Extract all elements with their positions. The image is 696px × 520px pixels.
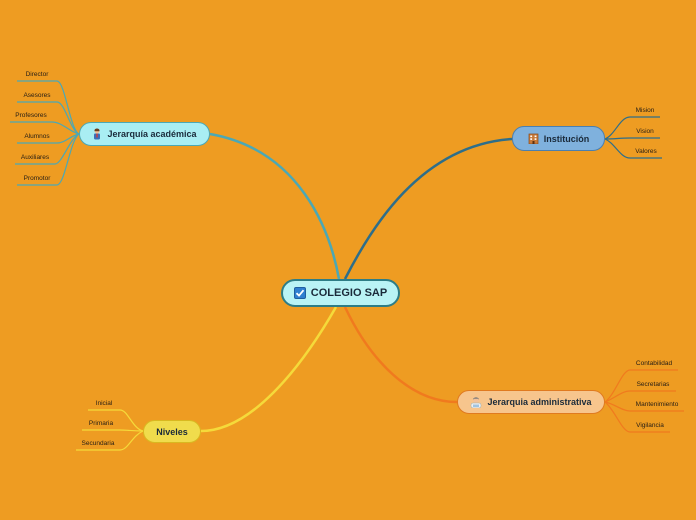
connector-academic [209, 132, 341, 280]
central-topic-label: COLEGIO SAP [310, 287, 388, 299]
leaf-mision[interactable]: Mision [635, 107, 655, 114]
office-worker-icon [470, 396, 482, 408]
leaf-mantenimiento[interactable]: Mantenimiento [635, 401, 679, 408]
leaf-profesores[interactable]: Profesores [15, 112, 47, 119]
leaf-auxiliares[interactable]: Auxiliares [20, 154, 50, 161]
checkbox-checked-icon [293, 287, 306, 299]
institution-label: Institución [543, 133, 590, 144]
leaf-director[interactable]: Director [25, 71, 49, 78]
administrative-hierarchy-label: Jerarquia administrativa [487, 397, 592, 407]
teacher-icon [92, 128, 102, 140]
central-topic-node[interactable]: COLEGIO SAP [281, 279, 400, 307]
academic-hierarchy-label: Jerarquía académica [107, 129, 197, 139]
connector-admin [343, 306, 458, 404]
leaf-secundaria[interactable]: Secundaria [81, 440, 115, 447]
leaf-asesores[interactable]: Asesores [23, 92, 51, 99]
administrative-hierarchy-node[interactable]: Jerarquia administrativa [457, 390, 605, 414]
leaf-inicial[interactable]: Inicial [95, 400, 113, 407]
leaf-vision[interactable]: Vision [636, 128, 654, 135]
levels-node[interactable]: Niveles [143, 420, 201, 443]
institution-node[interactable]: Institución [512, 126, 605, 151]
building-icon [528, 133, 539, 144]
academic-hierarchy-node[interactable]: Jerarquía académica [79, 122, 210, 146]
leaf-valores[interactable]: Valores [635, 148, 657, 155]
leaf-promotor[interactable]: Promotor [23, 175, 51, 182]
leaf-secretarias[interactable]: Secretarias [636, 381, 670, 388]
leaf-primaria[interactable]: Primaria [88, 420, 114, 427]
levels-label: Niveles [156, 426, 188, 437]
leaf-contabilidad[interactable]: Contabilidad [635, 360, 673, 367]
leaf-alumnos[interactable]: Alumnos [24, 133, 50, 140]
connector-levels [200, 306, 338, 433]
leaf-vigilancia[interactable]: Vigilancia [636, 422, 664, 429]
connector-institution [343, 137, 513, 280]
